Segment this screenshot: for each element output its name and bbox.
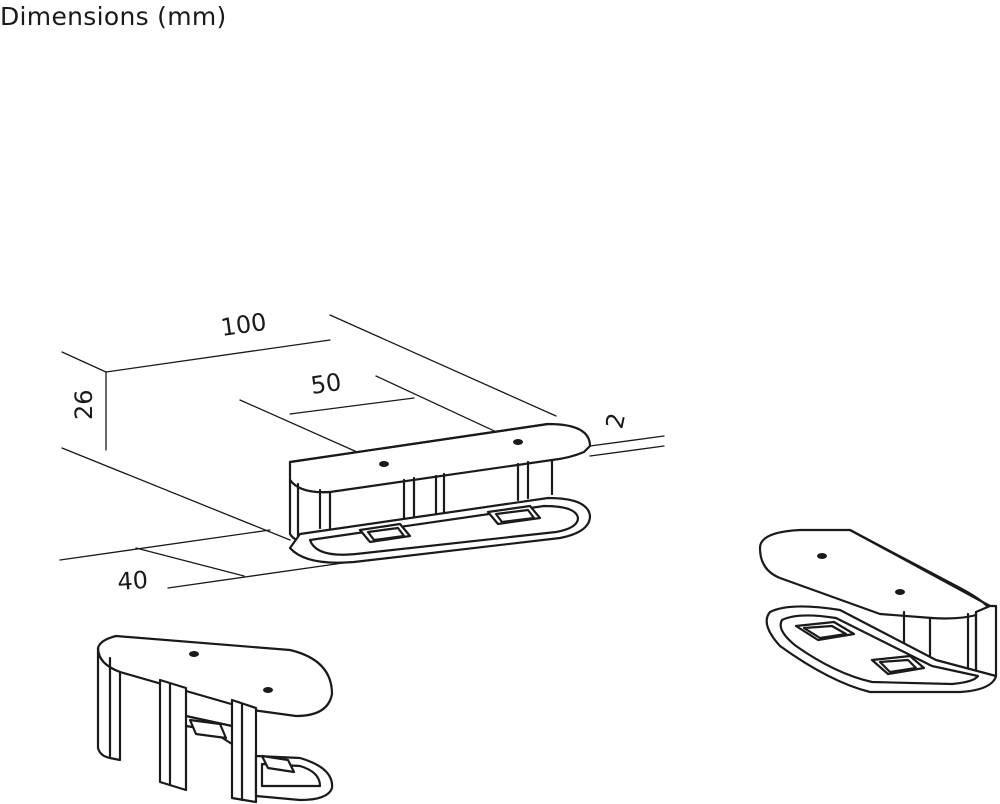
dim-width-label: 40 <box>116 566 148 596</box>
main-bracket: 100 50 26 2 40 <box>59 308 665 596</box>
dim-length-label: 100 <box>219 308 268 342</box>
dim-spacing-label: 50 <box>309 368 343 400</box>
slot-1 <box>358 522 412 544</box>
slot-2 <box>486 504 542 526</box>
dim-height-label: 26 <box>70 389 98 420</box>
bracket-bottom-left <box>96 634 334 804</box>
dim-thickness-label: 2 <box>600 410 631 431</box>
page-title: Dimensions (mm) <box>0 2 227 31</box>
bracket-right <box>758 528 998 694</box>
